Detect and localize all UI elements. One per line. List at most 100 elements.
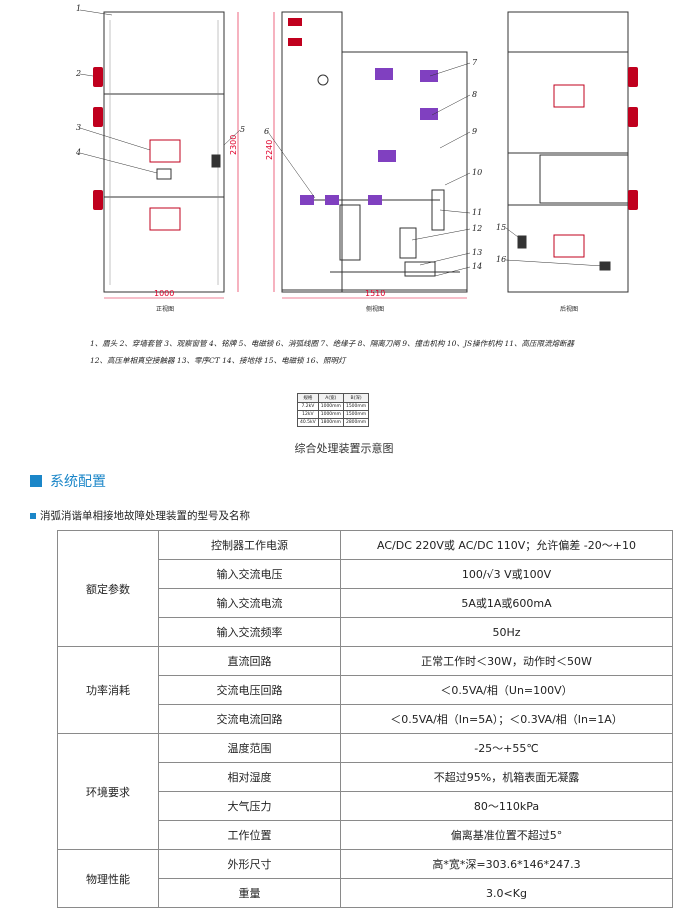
param-cell: 温度范围 (158, 733, 341, 763)
side-dimension-lines (273, 12, 467, 299)
table-row: 输入交流电压 100/√3 V或100V (58, 559, 673, 589)
mini-header-cell: B(深) (342, 393, 370, 403)
callout-14: 14 (472, 262, 482, 271)
front-height-dim: 2300 (229, 135, 238, 155)
back-view-label: 后视图 (560, 305, 578, 313)
param-cell: 相对湿度 (158, 762, 341, 792)
mini-cell: 1500mm (342, 402, 370, 411)
param-cell: 外形尺寸 (158, 849, 341, 879)
group-cell-power: 功率消耗 (57, 646, 159, 734)
callout-9: 9 (472, 127, 477, 136)
side-view (281, 11, 468, 293)
mini-cell: 12kV (297, 410, 319, 419)
mini-header-cell: 规格 (297, 393, 319, 403)
bushings-front (93, 67, 103, 210)
callout-1: 1 (76, 4, 81, 13)
table-row: 功率消耗 直流回路 正常工作时＜30W，动作时＜50W (57, 646, 673, 734)
param-cell: 交流电流回路 (158, 704, 341, 734)
section-header: 系统配置 (30, 471, 106, 491)
value-cell: 50Hz (340, 617, 673, 647)
mini-cell: 1000mm (317, 402, 344, 411)
callout-12: 12 (472, 224, 482, 233)
dimension-spec-table: 规格 A(宽) B(深) 7.2kV 1000mm 1500mm 12kV 10… (297, 393, 370, 427)
callout-10: 10 (472, 168, 482, 177)
bullet-square-icon (30, 512, 36, 519)
param-cell: 工作位置 (158, 820, 341, 850)
table-row: 重量 3.0<Kg (58, 878, 673, 908)
mini-cell: 7.2kV (297, 402, 319, 411)
spec-table: 额定参数 控制器工作电源 AC/DC 220V或 AC/DC 110V；允许偏差… (57, 530, 673, 908)
table-row: 额定参数 控制器工作电源 AC/DC 220V或 AC/DC 110V；允许偏差… (57, 530, 673, 647)
param-cell: 大气压力 (158, 791, 341, 821)
mini-cell: 1800mm (317, 418, 344, 427)
mini-header-cell: A(宽) (317, 393, 344, 403)
callout-2: 2 (75, 69, 81, 78)
callout-16: 16 (496, 255, 506, 264)
table-row: 工作位置 偏离基准位置不超过5° (58, 820, 673, 850)
side-width-dim: 1510 (365, 289, 385, 298)
mini-table-row: 7.2kV 1000mm 1500mm (297, 402, 370, 411)
callout-5: 5 (240, 125, 245, 134)
mini-table-row: 40.5kV 1800mm 2800mm (297, 418, 370, 427)
value-cell: 3.0<Kg (340, 878, 673, 908)
value-cell: ＜0.5VA/相（In=5A）；＜0.3VA/相（In=1A） (340, 704, 673, 734)
table-row: 物理性能 外形尺寸 高*宽*深=303.6*146*247.3 (57, 849, 673, 908)
bushings-back (628, 67, 638, 210)
mini-table-row: 12kV 1000mm 1500mm (297, 410, 370, 419)
value-cell: -25～+55℃ (340, 733, 673, 763)
front-view (103, 11, 225, 293)
value-cell: 100/√3 V或100V (340, 559, 673, 589)
param-cell: 直流回路 (158, 646, 341, 676)
table-row: 大气压力 80～110kPa (58, 791, 673, 821)
callout-leaders (79, 9, 604, 277)
value-cell: 高*宽*深=303.6*146*247.3 (340, 849, 673, 879)
value-cell: 不超过95%，机箱表面无凝露 (340, 762, 673, 792)
value-cell: 偏离基准位置不超过5° (340, 820, 673, 850)
table-row: 环境要求 温度范围 -25～+55℃ (57, 733, 673, 850)
front-view-label: 正视图 (156, 305, 174, 313)
callout-8: 8 (472, 90, 477, 99)
value-cell: ＜0.5VA/相（Un=100V） (340, 675, 673, 705)
mini-table-header: 规格 A(宽) B(深) (297, 393, 370, 403)
figure-caption: 综合处理装置示意图 (294, 442, 394, 455)
mini-cell: 2800mm (342, 418, 370, 427)
param-cell: 交流电压回路 (158, 675, 341, 705)
param-cell: 输入交流电压 (158, 559, 341, 589)
side-insulators (288, 18, 438, 205)
callout-13: 13 (472, 248, 482, 257)
param-cell: 重量 (158, 878, 341, 908)
legend-line-1: 1、眉头 2、穿墙套管 3、观察窗管 4、铭牌 5、电磁锁 6、消弧线圈 7、绝… (90, 339, 575, 348)
table-row: 交流电流回路 ＜0.5VA/相（In=5A）；＜0.3VA/相（In=1A） (58, 704, 673, 734)
mini-cell: 40.5kV (297, 418, 319, 427)
table-row: 交流电压回路 ＜0.5VA/相（Un=100V） (58, 675, 673, 705)
table-row: 输入交流电流 5A或1A或600mA (58, 588, 673, 618)
subsection-title: 消弧消谐单相接地故障处理装置的型号及名称 (40, 510, 250, 522)
value-cell: 正常工作时＜30W，动作时＜50W (340, 646, 673, 676)
group-cell-rated: 额定参数 (57, 530, 159, 647)
callout-3: 3 (76, 123, 81, 132)
mini-cell: 1000mm (317, 410, 344, 419)
param-cell: 输入交流电流 (158, 588, 341, 618)
front-width-dim: 1000 (154, 289, 174, 298)
component-legend: 1、眉头 2、穿墙套管 3、观察窗管 4、铭牌 5、电磁锁 6、消弧线圈 7、绝… (90, 335, 630, 369)
subsection-header: 消弧消谐单相接地故障处理装置的型号及名称 (30, 508, 250, 523)
group-cell-physical: 物理性能 (57, 849, 159, 908)
value-cell: AC/DC 220V或 AC/DC 110V；允许偏差 -20～+10 (340, 530, 673, 560)
callout-11: 11 (472, 208, 482, 217)
value-cell: 80～110kPa (340, 791, 673, 821)
callout-4: 4 (75, 148, 81, 157)
callout-7: 7 (472, 58, 478, 67)
side-view-label: 侧视图 (366, 305, 384, 313)
back-view (507, 11, 629, 293)
param-cell: 输入交流频率 (158, 617, 341, 647)
param-cell: 控制器工作电源 (158, 530, 341, 560)
callout-6: 6 (264, 127, 269, 136)
group-cell-environment: 环境要求 (57, 733, 159, 850)
mini-cell: 1500mm (342, 410, 370, 419)
legend-line-2: 12、高压单相真空接触器 13、零序CT 14、接地排 15、电磁锁 16、照明… (90, 356, 346, 365)
section-title: 系统配置 (50, 474, 106, 490)
callout-15: 15 (496, 223, 506, 232)
cabinet-schematic-drawing: 2300 1000 正视图 2240 1510 侧视图 (75, 4, 638, 313)
front-dimension-lines (104, 12, 239, 299)
value-cell: 5A或1A或600mA (340, 588, 673, 618)
